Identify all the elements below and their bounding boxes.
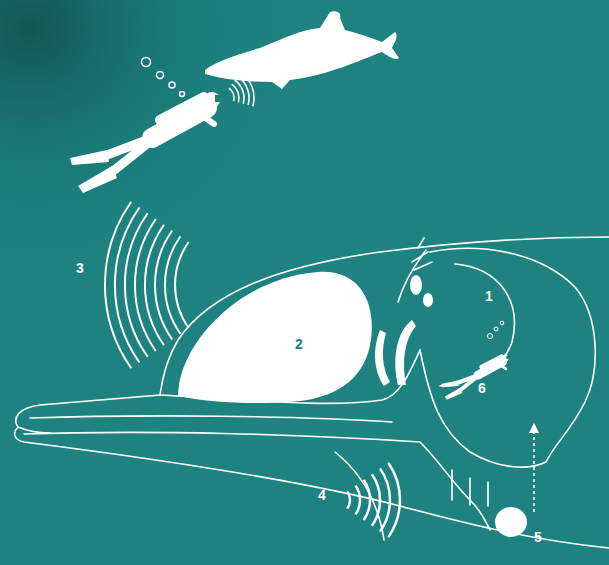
click-wave (175, 242, 189, 328)
cranium-outline (430, 248, 595, 462)
melon (178, 272, 372, 403)
click-wave (125, 213, 148, 357)
bubbles (142, 58, 185, 97)
echo-wave (388, 463, 400, 538)
echo-wave (364, 480, 370, 520)
skull-base (420, 350, 546, 467)
callout-number: 3 (76, 260, 84, 276)
jaw-inner (335, 452, 384, 540)
bubble (180, 92, 185, 97)
ear-bone-struts (452, 470, 488, 506)
click-wave (115, 208, 139, 363)
dolphin-silhouette (205, 11, 399, 89)
echo-wave (356, 486, 361, 515)
sound-wave (232, 84, 239, 102)
rostrum-line (30, 416, 392, 422)
click-wave (155, 231, 172, 340)
signal-arrow (533, 428, 535, 512)
bubble (142, 58, 151, 67)
echo-wave (347, 491, 350, 508)
outgoing-clicks (105, 202, 189, 368)
bubble (494, 327, 498, 331)
bubble (488, 334, 493, 339)
jaw-line (24, 432, 420, 442)
blowhole-lines (412, 238, 432, 270)
callout-number: 4 (318, 487, 326, 503)
callout-number: 2 (295, 336, 303, 352)
click-wave (165, 236, 180, 334)
air-sacs (375, 275, 433, 386)
nasal-passage (398, 250, 426, 302)
echo-wave (372, 474, 380, 526)
echo-wave (380, 468, 390, 531)
click-wave (105, 202, 131, 368)
head-upper-contour (16, 237, 609, 433)
head-outline (15, 237, 609, 548)
callout-number: 5 (534, 529, 542, 545)
lower-jaw-contour (15, 427, 609, 548)
callout-number: 6 (478, 380, 486, 396)
diver-silhouette (70, 92, 223, 193)
click-wave (135, 219, 156, 351)
sound-wave (235, 80, 244, 104)
bubble (157, 72, 164, 79)
air-sac (410, 275, 422, 295)
returning-echo (347, 463, 400, 538)
jaw-joint (420, 442, 490, 530)
small-bubbles (488, 321, 504, 338)
callout-number: 1 (485, 288, 493, 304)
brain-image-diver (441, 354, 510, 399)
sound-wave (229, 88, 234, 101)
bubble (169, 82, 175, 88)
lip-structure (375, 330, 390, 386)
click-wave (145, 225, 164, 346)
nasal-plug (395, 320, 416, 385)
air-sac (423, 293, 433, 307)
bubble (500, 321, 504, 325)
ear-bone (495, 507, 527, 537)
